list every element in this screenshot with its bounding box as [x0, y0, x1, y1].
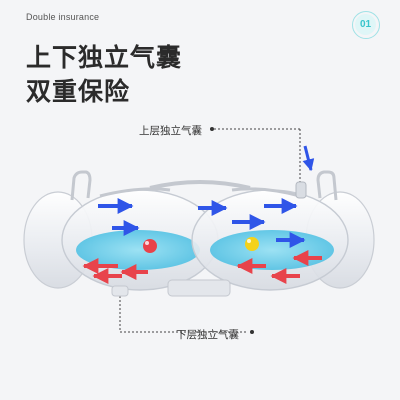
upper-airbag-callout: 上层独立气囊	[139, 125, 202, 137]
lower-airbag-callout: 下层独立气囊	[176, 329, 239, 341]
section-number-badge: 01	[352, 11, 380, 39]
page-title-line1: 上下独立气囊	[26, 43, 183, 72]
subtitle-en: Double insurance	[26, 12, 100, 22]
upper-airflow-arrows	[98, 198, 306, 248]
lower-leader-line	[119, 292, 254, 334]
lower-airflow-arrows	[82, 250, 322, 284]
bottom-tabs	[111, 279, 231, 297]
page-title-line2: 双重保险	[26, 77, 131, 106]
handles	[70, 170, 338, 201]
upper-leader-line	[210, 127, 301, 185]
badge-number: 01	[355, 14, 376, 35]
